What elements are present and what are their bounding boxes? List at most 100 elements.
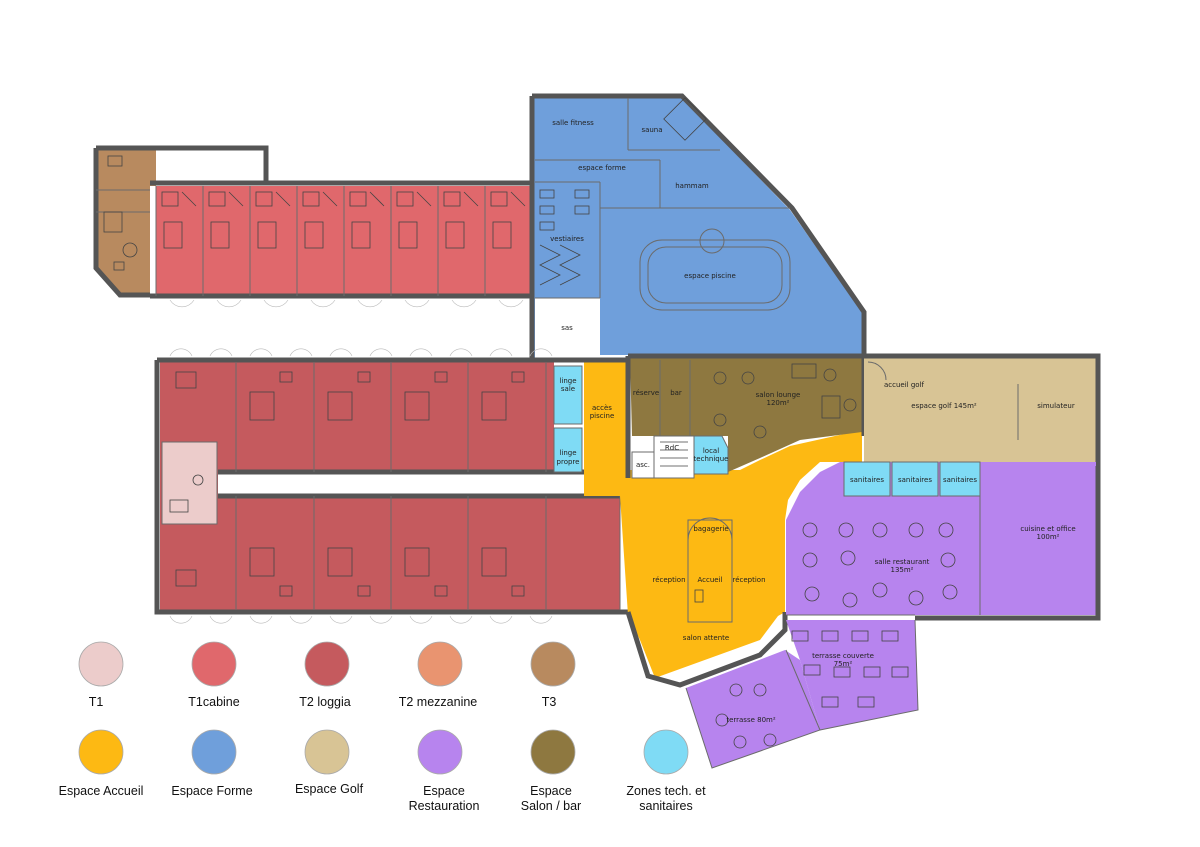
zone-sanitaires xyxy=(843,461,981,497)
legend-swatch-t1 xyxy=(78,641,124,687)
restaurant-table xyxy=(908,590,924,606)
loggia-bed xyxy=(404,391,430,421)
window-swing xyxy=(329,615,353,624)
cabine-fixture xyxy=(463,191,479,207)
terrace-table xyxy=(857,696,875,708)
window-swing xyxy=(169,348,193,357)
window-swing xyxy=(489,348,513,357)
loggia-bed xyxy=(249,391,275,421)
terrasse-area xyxy=(686,650,820,768)
window-swing xyxy=(529,348,553,357)
label-espace-forme: espace forme xyxy=(578,164,626,172)
cabine-bed xyxy=(492,221,512,249)
legend-item-espace-restauration: Espace Restauration xyxy=(409,729,479,813)
cabine-bed xyxy=(304,221,324,249)
window-swing xyxy=(249,615,273,624)
cabine-fixture xyxy=(510,191,526,207)
legend-swatch-zones-tech xyxy=(643,729,689,775)
loggia-chair xyxy=(434,585,448,597)
terrace-table xyxy=(863,666,881,678)
label-salle-fitness: salle fitness xyxy=(552,119,594,127)
window-swing xyxy=(409,348,433,357)
legend-swatch-espace-forme xyxy=(191,729,237,775)
label-salon-lounge-1: salon lounge xyxy=(756,391,801,399)
cabine-bed xyxy=(445,221,465,249)
terrace-table xyxy=(733,735,747,749)
label-espace-piscine: espace piscine xyxy=(684,272,736,280)
window-swing xyxy=(529,615,553,624)
loggia-bed xyxy=(404,547,430,577)
legend-item-espace-accueil: Espace Accueil xyxy=(59,729,144,798)
cabine-partitions xyxy=(155,186,533,296)
west-fixture xyxy=(175,371,197,389)
label-accueil: Accueil xyxy=(698,576,723,584)
restaurant-area xyxy=(786,462,1096,615)
window-swing xyxy=(404,299,430,308)
label-sauna: sauna xyxy=(641,126,662,134)
linge-propre-room xyxy=(554,428,582,472)
cabine-bed xyxy=(351,221,371,249)
loggia-chair xyxy=(511,585,525,597)
window-swing xyxy=(489,615,513,624)
legend-swatch-t1cabine xyxy=(191,641,237,687)
label-salon-lounge-2: 120m² xyxy=(767,399,790,407)
loggia-chair xyxy=(357,585,371,597)
terrace-table xyxy=(851,630,869,642)
window-swing xyxy=(209,348,233,357)
legend-item-espace-forme: Espace Forme xyxy=(171,729,253,798)
label-salon-attente: salon attente xyxy=(683,634,729,642)
legend-label-zones-tech-1: Zones tech. et xyxy=(626,784,706,798)
accueil-area xyxy=(584,362,785,678)
local-technique-room xyxy=(694,436,728,474)
terrace-table xyxy=(763,733,777,747)
window-swing xyxy=(449,348,473,357)
window-swing xyxy=(249,348,273,357)
terrasse-couverte-area xyxy=(786,620,918,730)
label-acces-piscine-1: accès xyxy=(592,404,612,412)
window-swing xyxy=(209,615,233,624)
linge-sale-room xyxy=(554,366,582,424)
legend-label-t2-mezzanine: T2 mezzanine xyxy=(399,695,478,709)
window-swing xyxy=(289,348,313,357)
room-labels: salle fitness sauna espace forme hammam … xyxy=(550,119,1075,724)
label-salle-restaurant-1: salle restaurant xyxy=(875,558,930,566)
stair-box xyxy=(654,436,694,478)
golf-area xyxy=(864,358,1096,462)
window-swing xyxy=(169,615,193,624)
legend-item-t2-mezzanine: T2 mezzanine xyxy=(399,641,478,709)
legend-label-espace-golf: Espace Golf xyxy=(295,782,364,796)
window-swing xyxy=(369,615,393,624)
forme-area xyxy=(532,98,862,360)
cabine-fixture xyxy=(181,191,197,207)
lounge-table xyxy=(753,425,767,439)
restaurant-table xyxy=(908,522,924,538)
legend-swatch-espace-restauration xyxy=(417,729,463,775)
legend-item-t1cabine: T1cabine xyxy=(188,641,240,709)
lounge-table xyxy=(713,371,727,385)
lounge-sofa xyxy=(791,363,817,379)
restaurant-table xyxy=(872,582,888,598)
cabine-bathroom xyxy=(490,191,508,207)
restaurant-table xyxy=(840,550,856,566)
label-hammam: hammam xyxy=(675,182,709,190)
loggia-chair xyxy=(279,585,293,597)
restaurant-table xyxy=(942,584,958,600)
legend-label-espace-accueil: Espace Accueil xyxy=(59,784,144,798)
window-swing xyxy=(310,299,336,308)
legend-label-t1cabine: T1cabine xyxy=(188,695,239,709)
sanitaires-2-room xyxy=(892,462,938,496)
zone-restauration xyxy=(685,462,1101,769)
legend-item-t2-loggia: T2 loggia xyxy=(299,641,351,709)
legend-item-t3: T3 xyxy=(530,641,576,709)
loggia-bed xyxy=(327,547,353,577)
terrace-table xyxy=(729,683,743,697)
label-reception-right: réception xyxy=(732,576,765,584)
loggia-chair xyxy=(434,371,448,383)
label-vestiaires: vestiaires xyxy=(550,235,584,243)
t2loggia-south-row xyxy=(160,496,620,610)
legend-swatch-t3 xyxy=(530,641,576,687)
cabine-fixture xyxy=(322,191,338,207)
label-linge-propre-2: propre xyxy=(557,458,580,466)
lounge-table xyxy=(843,398,857,412)
label-sas: sas xyxy=(561,324,573,332)
